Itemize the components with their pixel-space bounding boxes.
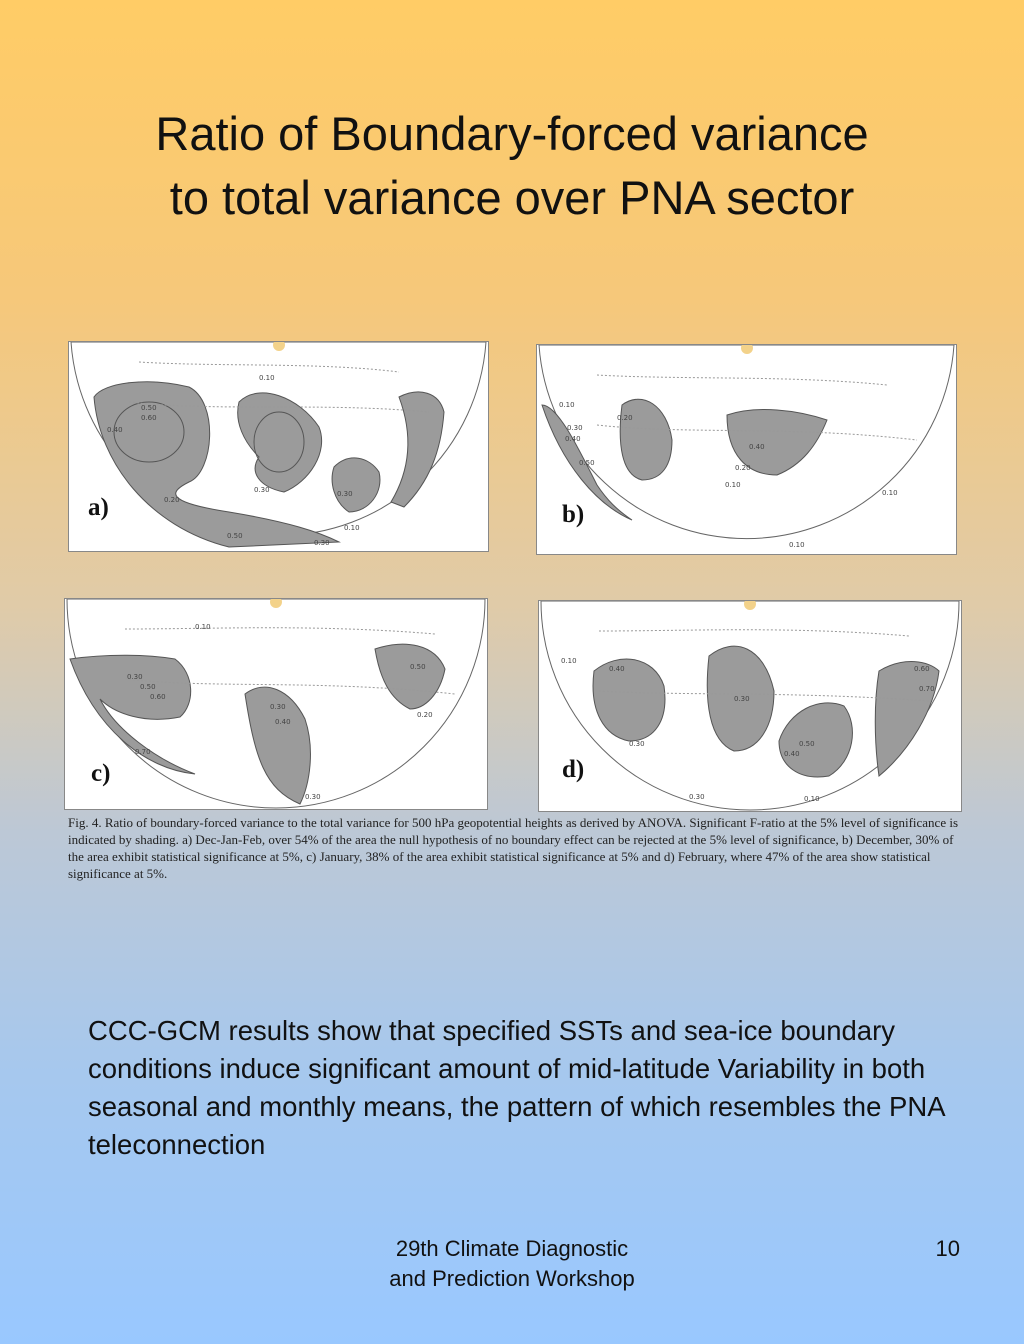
map-a-figure: 0.10 0.20 0.30 0.40 0.50 0.60 0.30 0.10 … bbox=[70, 342, 487, 548]
contour-label: 0.20 bbox=[417, 711, 433, 719]
contour-label: 0.60 bbox=[914, 665, 930, 673]
panel-letter-c: c) bbox=[91, 760, 111, 787]
contour-label: 0.20 bbox=[617, 414, 633, 422]
contour-label: 0.30 bbox=[567, 424, 583, 432]
title-line-1: Ratio of Boundary-forced variance bbox=[155, 107, 869, 160]
contour-label: 0.40 bbox=[275, 718, 291, 726]
summary-text: CCC-GCM results show that specified SSTs… bbox=[88, 1015, 945, 1160]
map-panel-c: 0.10 0.30 0.50 0.60 0.70 0.30 0.40 0.50 … bbox=[64, 598, 488, 810]
contour-label: 0.30 bbox=[254, 486, 270, 494]
contour-label: 0.50 bbox=[799, 740, 815, 748]
footer-line-1: 29th Climate Diagnostic bbox=[395, 1236, 629, 1261]
contour-label: 0.50 bbox=[579, 459, 595, 467]
map-c-figure: 0.10 0.30 0.50 0.60 0.70 0.30 0.40 0.50 … bbox=[66, 599, 486, 809]
contour-label: 0.50 bbox=[141, 404, 157, 412]
map-panel-d: 0.10 0.40 0.30 0.60 0.70 0.50 0.40 0.30 … bbox=[538, 600, 962, 812]
slide-title: Ratio of Boundary-forced variance to tot… bbox=[0, 102, 1024, 230]
footer-workshop: 29th Climate Diagnostic and Prediction W… bbox=[312, 1234, 712, 1294]
contour-label: 0.30 bbox=[337, 490, 353, 498]
contour-label: 0.30 bbox=[734, 695, 750, 703]
contour-label: 0.10 bbox=[882, 489, 898, 497]
map-panel-b: 0.10 0.20 0.30 0.40 0.50 0.40 0.20 0.10 … bbox=[536, 344, 957, 555]
title-line-2: to total variance over PNA sector bbox=[169, 171, 855, 224]
panel-letter-b: b) bbox=[562, 501, 585, 528]
contour-label: 0.40 bbox=[749, 443, 765, 451]
figure-caption: Fig. 4. Ratio of boundary-forced varianc… bbox=[68, 815, 959, 881]
contour-label: 0.30 bbox=[270, 703, 286, 711]
contour-label: 0.10 bbox=[559, 401, 575, 409]
contour-label: 0.50 bbox=[227, 532, 243, 540]
contour-label: 0.40 bbox=[565, 435, 581, 443]
panel-letter-d: d) bbox=[562, 756, 585, 783]
contour-label: 0.10 bbox=[344, 524, 360, 532]
contour-label: 0.50 bbox=[140, 683, 156, 691]
contour-label: 0.10 bbox=[725, 481, 741, 489]
contour-label: 0.30 bbox=[127, 673, 143, 681]
contour-label: 0.20 bbox=[735, 464, 751, 472]
contour-label: 0.30 bbox=[629, 740, 645, 748]
contour-label: 0.10 bbox=[789, 541, 805, 549]
panel-letter-a: a) bbox=[88, 494, 109, 521]
contour-label: 0.30 bbox=[314, 539, 330, 547]
contour-label: 0.60 bbox=[141, 414, 157, 422]
map-b-figure: 0.10 0.20 0.30 0.40 0.50 0.40 0.20 0.10 … bbox=[538, 345, 955, 549]
contour-label: 0.60 bbox=[150, 693, 166, 701]
contour-label: 0.10 bbox=[195, 623, 211, 631]
contour-label: 0.20 bbox=[164, 496, 180, 504]
contour-label: 0.10 bbox=[561, 657, 577, 665]
contour-label: 0.50 bbox=[410, 663, 426, 671]
footer-line-2: and Prediction Workshop bbox=[389, 1266, 635, 1291]
contour-label: 0.40 bbox=[784, 750, 800, 758]
slide-number: 10 bbox=[935, 1236, 960, 1261]
map-d-figure: 0.10 0.40 0.30 0.60 0.70 0.50 0.40 0.30 … bbox=[540, 601, 960, 811]
contour-label: 0.70 bbox=[135, 748, 151, 756]
contour-label: 0.70 bbox=[919, 685, 935, 693]
contour-label: 0.30 bbox=[305, 793, 321, 801]
contour-label: 0.40 bbox=[609, 665, 625, 673]
contour-label: 0.40 bbox=[107, 426, 123, 434]
map-panel-a: 0.10 0.20 0.30 0.40 0.50 0.60 0.30 0.10 … bbox=[68, 341, 489, 552]
contour-label: 0.10 bbox=[259, 374, 275, 382]
contour-label: 0.10 bbox=[804, 795, 820, 803]
contour-label: 0.30 bbox=[689, 793, 705, 801]
